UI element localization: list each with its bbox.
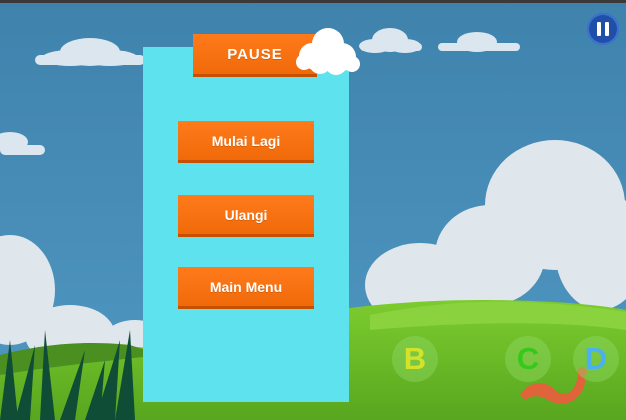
cloud-icon (35, 38, 145, 66)
answer-option-b-label: B (403, 341, 427, 376)
pause-title: PAUSE (227, 45, 283, 63)
pause-button[interactable] (587, 13, 619, 45)
answer-option-c[interactable]: C (505, 336, 551, 382)
restart-button[interactable]: Mulai Lagi (178, 121, 314, 160)
cloud-icon (296, 28, 360, 75)
pause-title-banner: PAUSE (193, 34, 317, 74)
cloud-icon (0, 132, 45, 155)
answer-option-d-label: D (584, 341, 608, 376)
cloud-icon (438, 32, 520, 52)
grass-icon (0, 330, 135, 420)
cloud-bank (0, 140, 626, 370)
cloud-icon (359, 28, 422, 53)
top-bar (0, 0, 626, 3)
restart-button-label: Mulai Lagi (211, 132, 281, 149)
answer-option-b[interactable]: B (392, 336, 438, 382)
main-menu-button-label: Main Menu (209, 278, 283, 295)
retry-button[interactable]: Ulangi (178, 195, 314, 234)
answer-option-d[interactable]: D (573, 336, 619, 382)
pause-icon (597, 22, 609, 36)
retry-button-label: Ulangi (224, 206, 268, 223)
main-menu-button[interactable]: Main Menu (178, 267, 314, 306)
answer-option-c-label: C (516, 341, 540, 376)
worm-icon (520, 367, 587, 404)
